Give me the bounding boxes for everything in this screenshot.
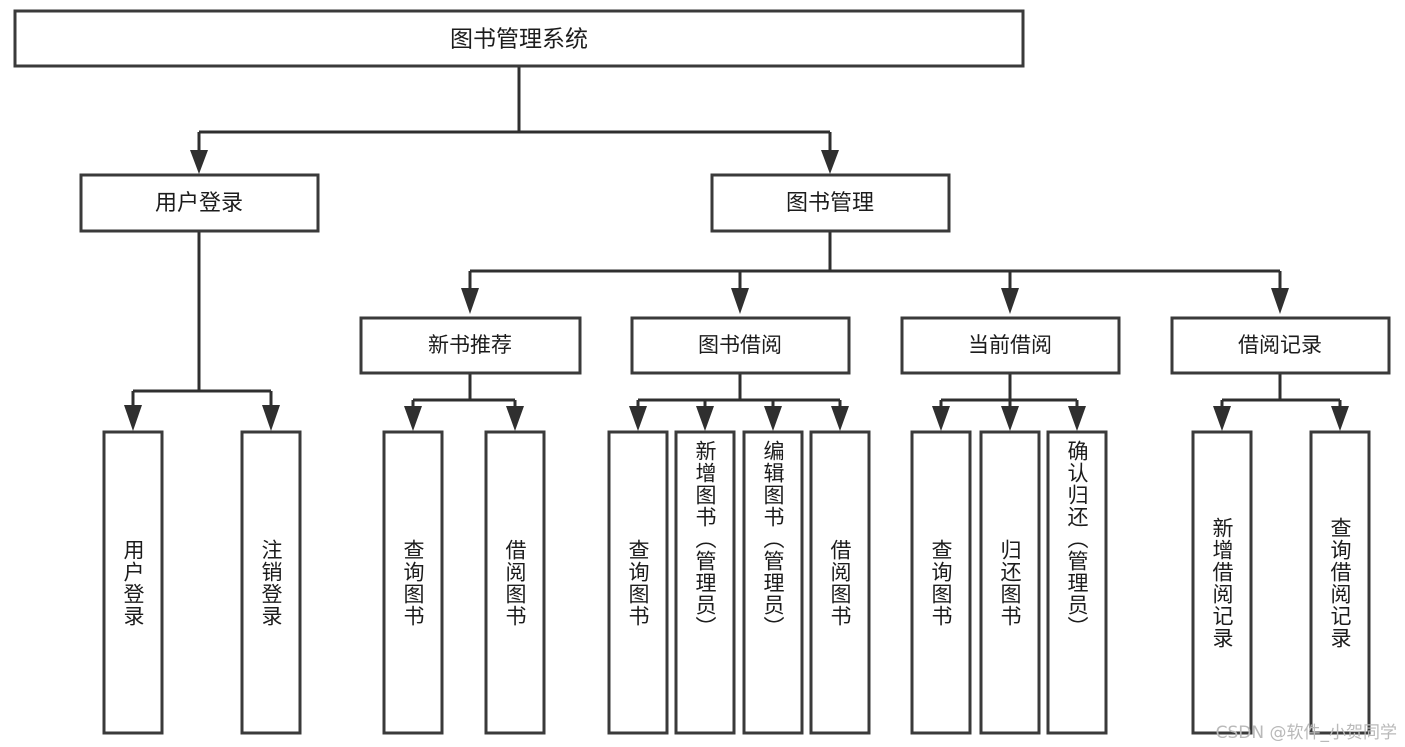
csdn-watermark: CSDN @软件_小贺同学 bbox=[1215, 723, 1397, 743]
connector-user-login-to-leaves bbox=[131, 232, 273, 408]
connector-book-manage-to-level2 bbox=[468, 232, 1282, 290]
arrowhead-bookborrow-leaf-3 bbox=[764, 406, 782, 431]
node-user-login-label: 用户登录 bbox=[155, 191, 243, 216]
node-current-borrow-label: 当前借阅 bbox=[968, 333, 1052, 357]
arrowhead-to-user-login bbox=[190, 150, 208, 174]
arrowhead-borrowrecord-leaf-2 bbox=[1331, 406, 1349, 431]
arrowhead-newbook-leaf-1 bbox=[404, 406, 422, 431]
leaf-box-new-book-2[interactable] bbox=[484, 430, 546, 735]
arrowhead-userlogin-leaf-1 bbox=[124, 405, 142, 431]
arrowhead-borrowrecord-leaf-1 bbox=[1213, 406, 1231, 431]
arrowhead-to-new-book bbox=[461, 288, 479, 314]
node-book-borrow-label: 图书借阅 bbox=[698, 333, 782, 357]
leaf-box-book-borrow-4[interactable] bbox=[809, 430, 871, 735]
arrowhead-bookborrow-leaf-1 bbox=[629, 406, 647, 431]
node-book-management[interactable]: 图书管理 bbox=[710, 173, 951, 233]
connectors-layer bbox=[124, 66, 1349, 431]
arrowhead-bookborrow-leaf-2 bbox=[696, 406, 714, 431]
connector-borrow-record-to-leaves bbox=[1220, 373, 1342, 410]
leaf-box-user-login-2[interactable] bbox=[240, 430, 302, 735]
arrowhead-currentborrow-leaf-3 bbox=[1068, 406, 1086, 431]
arrowhead-newbook-leaf-2 bbox=[506, 406, 524, 431]
node-book-borrow-box bbox=[630, 316, 851, 375]
arrowhead-bookborrow-leaf-4 bbox=[831, 406, 849, 431]
node-borrow-record-label: 借阅记录 bbox=[1238, 333, 1322, 357]
arrowhead-currentborrow-leaf-1 bbox=[932, 406, 950, 431]
node-user-login-box bbox=[79, 173, 320, 233]
leaf-boxes-layer bbox=[102, 430, 1371, 735]
node-user-login[interactable]: 用户登录 bbox=[79, 173, 320, 233]
leaf-box-book-borrow-3[interactable] bbox=[742, 430, 804, 735]
leaf-box-user-login-1[interactable] bbox=[102, 430, 164, 735]
arrowhead-to-current-borrow bbox=[1001, 288, 1019, 314]
leaf-box-book-borrow-1[interactable] bbox=[607, 430, 669, 735]
leaf-box-current-borrow-3[interactable] bbox=[1046, 430, 1108, 735]
node-new-book-recommend-label: 新书推荐 bbox=[428, 333, 512, 357]
node-book-management-label: 图书管理 bbox=[786, 191, 874, 216]
connector-root-to-level1 bbox=[197, 66, 832, 155]
leaf-box-borrow-record-2[interactable] bbox=[1309, 430, 1371, 735]
node-new-book-recommend[interactable]: 新书推荐 bbox=[359, 316, 582, 375]
node-new-book-recommend-box bbox=[359, 316, 582, 375]
node-book-borrow[interactable]: 图书借阅 bbox=[630, 316, 851, 375]
node-root-label: 图书管理系统 bbox=[450, 27, 588, 53]
node-root-system[interactable]: 图书管理系统 bbox=[13, 9, 1025, 68]
arrowhead-to-borrow-record bbox=[1271, 288, 1289, 314]
connector-new-book-to-leaves bbox=[411, 373, 517, 410]
arrowhead-to-book-borrow bbox=[731, 288, 749, 314]
node-current-borrow[interactable]: 当前借阅 bbox=[900, 316, 1121, 375]
node-book-management-box bbox=[710, 173, 951, 233]
node-borrow-record-box bbox=[1170, 316, 1391, 375]
leaf-box-new-book-1[interactable] bbox=[382, 430, 444, 735]
arrowhead-userlogin-leaf-2 bbox=[262, 405, 280, 431]
node-current-borrow-box bbox=[900, 316, 1121, 375]
leaf-box-current-borrow-1[interactable] bbox=[910, 430, 972, 735]
connector-book-borrow-to-leaves bbox=[636, 373, 842, 410]
leaf-box-current-borrow-2[interactable] bbox=[979, 430, 1041, 735]
node-borrow-record[interactable]: 借阅记录 bbox=[1170, 316, 1391, 375]
node-root-box bbox=[13, 9, 1025, 68]
arrowhead-to-book-manage bbox=[821, 150, 839, 174]
leaf-box-book-borrow-2[interactable] bbox=[674, 430, 736, 735]
connector-current-borrow-to-leaves bbox=[939, 373, 1079, 410]
leaf-box-borrow-record-1[interactable] bbox=[1191, 430, 1253, 735]
arrowhead-currentborrow-leaf-2 bbox=[1001, 406, 1019, 431]
